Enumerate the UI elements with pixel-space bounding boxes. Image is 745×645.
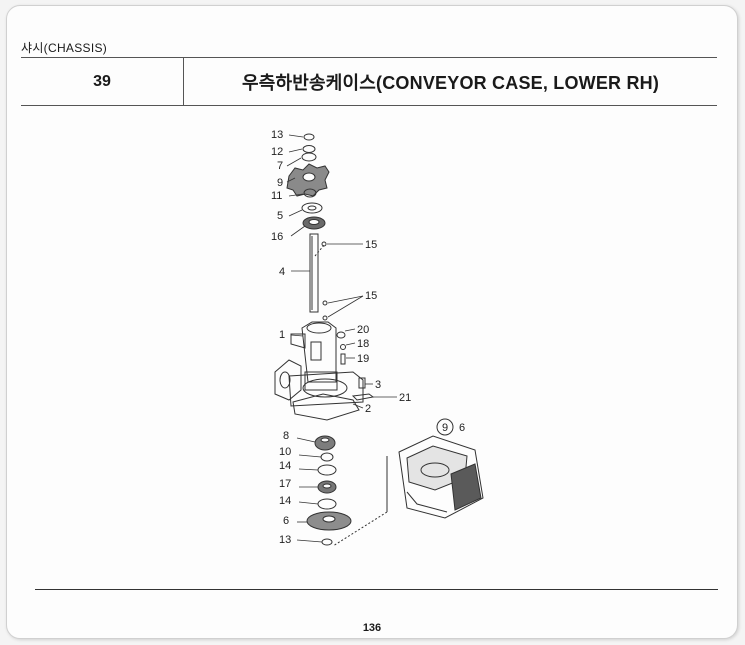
callout-21: 21 — [399, 392, 411, 404]
callout-9-circled: 9 — [442, 422, 448, 434]
part-11 — [303, 188, 317, 198]
case-flange-left — [274, 359, 302, 401]
callout-18: 18 — [357, 338, 369, 350]
part-2-gasket — [292, 393, 360, 421]
header-rule-top — [21, 57, 717, 58]
callout-16: 16 — [271, 231, 283, 243]
part-13-bottom — [321, 538, 333, 546]
header-divider — [183, 58, 184, 105]
callout-19: 19 — [357, 353, 369, 365]
catalog-page: 샤시(CHASSIS) 39 우측하반송케이스(CONVEYOR CASE, L… — [6, 5, 738, 639]
conveyor-case-assembly — [398, 435, 484, 519]
callout-10: 10 — [279, 446, 291, 458]
part-12 — [302, 145, 316, 153]
callout-9: 9 — [277, 177, 283, 189]
case-body-lower — [288, 371, 364, 407]
callout-15-a: 15 — [365, 239, 377, 251]
part-3-bolt — [358, 377, 366, 389]
callout-4: 4 — [279, 266, 285, 278]
callout-14-a: 14 — [279, 460, 291, 472]
part-4-shaft — [309, 233, 319, 313]
figure-number: 39 — [93, 72, 111, 90]
part-14-circlip — [317, 464, 337, 476]
callout-15-b: 15 — [365, 290, 377, 302]
callout-14-b: 14 — [279, 495, 291, 507]
section-label: 샤시(CHASSIS) — [21, 41, 108, 55]
callout-5: 5 — [277, 210, 283, 222]
callout-7: 7 — [277, 160, 283, 172]
part-10 — [320, 452, 334, 462]
callout-8: 8 — [283, 430, 289, 442]
callout-11: 11 — [271, 190, 282, 202]
callout-17: 17 — [279, 478, 291, 490]
part-8-gear — [314, 435, 336, 451]
part-15-pin — [321, 241, 327, 247]
part-14b-circlip — [317, 498, 337, 510]
callout-1: 1 — [279, 329, 285, 341]
callout-12: 12 — [271, 146, 283, 158]
part-18 — [340, 344, 346, 350]
part-19 — [340, 353, 346, 365]
callout-13-b: 13 — [279, 534, 291, 546]
callout-circle-9 — [436, 418, 454, 436]
part-13-top — [303, 133, 315, 141]
part-7 — [301, 152, 317, 162]
callout-20: 20 — [357, 324, 369, 336]
callout-13: 13 — [271, 129, 283, 141]
exploded-parts-diagram: 13 12 7 9 11 5 16 15 4 15 1 20 18 19 3 2… — [271, 129, 484, 547]
part-20 — [336, 331, 346, 339]
callout-2: 2 — [365, 403, 371, 415]
page-number: 136 — [362, 622, 382, 634]
header-rule-bottom — [21, 105, 717, 106]
footer-rule — [35, 589, 718, 590]
page-title: 우측하반송케이스(CONVEYOR CASE, LOWER RH) — [241, 72, 660, 93]
part-5 — [301, 202, 323, 214]
callout-6: 6 — [283, 515, 289, 527]
callout-6-b: 6 — [459, 422, 465, 434]
callout-3: 3 — [375, 379, 381, 391]
